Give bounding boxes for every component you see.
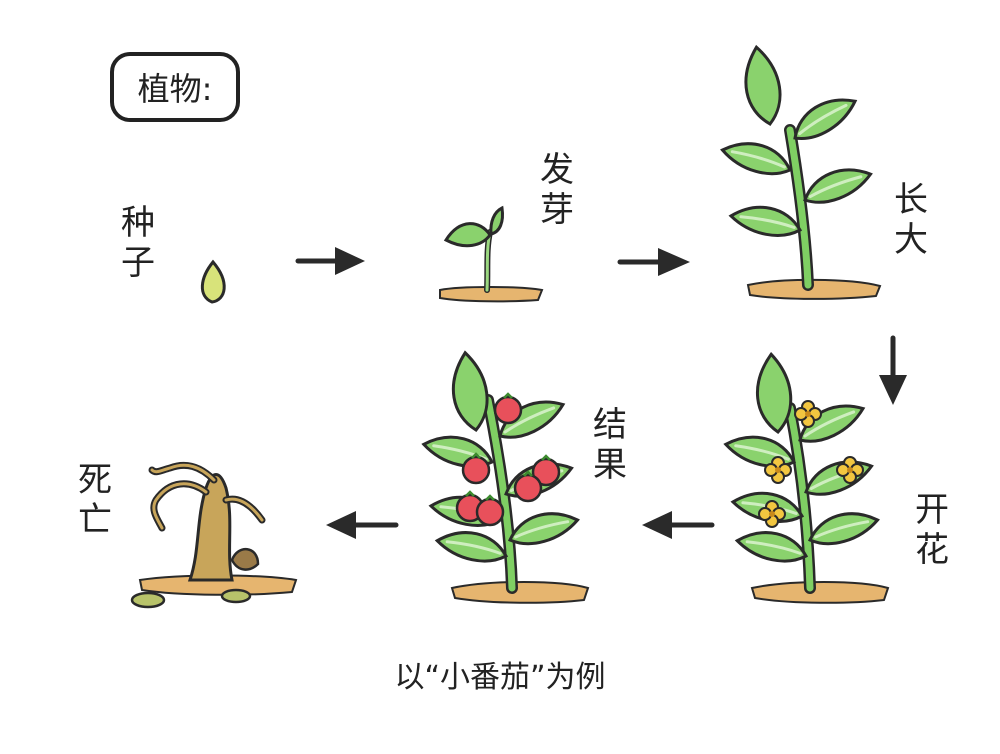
stage-label-fruit: 结果 — [593, 405, 627, 485]
stage-label-death: 死亡 — [78, 460, 112, 540]
seed-icon — [200, 259, 226, 304]
grown-plant-stage — [718, 42, 882, 300]
arrow-right-icon — [617, 248, 690, 276]
withered-plant-stage — [130, 461, 298, 609]
stage-label-bloom: 开花 — [915, 490, 949, 570]
sprout-stage — [439, 205, 544, 303]
stage-label-grow: 长大 — [894, 180, 928, 260]
seed-stage — [200, 259, 226, 304]
page-title: 植物: — [110, 52, 240, 122]
arrow-left-icon — [326, 511, 399, 539]
stage-label-sprout: 发芽 — [540, 150, 574, 230]
flowering-stage — [722, 351, 890, 604]
arrow-right-icon — [295, 247, 365, 275]
soil-icon — [439, 286, 544, 303]
stage-label-seed: 种子 — [121, 203, 155, 283]
caption: 以“小番茄”为例 — [394, 660, 606, 695]
arrow-down-icon — [879, 335, 907, 405]
arrow-left-icon — [642, 511, 715, 539]
fruiting-stage — [420, 349, 590, 604]
